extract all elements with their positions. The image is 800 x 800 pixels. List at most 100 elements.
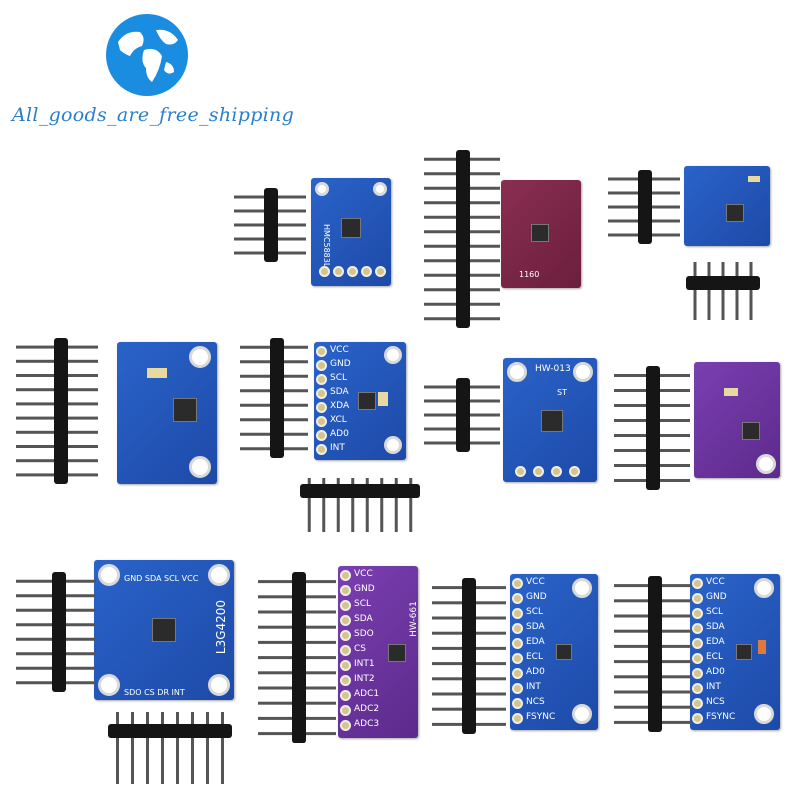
pin-header-vertical <box>424 378 500 452</box>
pin-pad <box>512 623 523 634</box>
top-pin-labels: GND SDA SCL VCC <box>124 574 199 583</box>
pin-pad <box>316 430 327 441</box>
pin-header-vertical <box>258 572 336 744</box>
pin-header-vertical <box>16 338 98 484</box>
pin-pad <box>512 638 523 649</box>
pin-label: GND <box>706 592 727 602</box>
pin-label: GND <box>330 359 351 369</box>
pin-label: SCL <box>330 373 348 383</box>
pin-label: INT <box>330 443 345 453</box>
accelerometer-board <box>117 342 217 484</box>
pin-label: AD0 <box>526 667 545 677</box>
pin-pad <box>316 388 327 399</box>
pin-header-vertical <box>614 366 690 490</box>
board-label: 1160 <box>519 270 540 279</box>
pin-label: EDA <box>526 637 545 647</box>
pin-header-vertical <box>234 188 306 262</box>
pin-label: NCS <box>526 697 545 707</box>
pin-pad <box>340 570 351 581</box>
pin-label: VCC <box>706 577 725 587</box>
pin-pad <box>692 668 703 679</box>
pin-label: ADC2 <box>354 704 380 714</box>
pin-header-vertical <box>240 338 308 458</box>
pin-label: SDA <box>526 622 545 632</box>
pin-pad <box>692 593 703 604</box>
purple-imu-board <box>694 362 780 478</box>
brand-text: All_goods_are_free_shipping <box>12 104 295 126</box>
pin-label: NCS <box>706 697 725 707</box>
pin-header-vertical <box>424 150 500 328</box>
pin-pad <box>512 698 523 709</box>
pin-pad <box>512 608 523 619</box>
pin-header-vertical <box>608 170 680 244</box>
pin-pad <box>316 374 327 385</box>
pin-label: INT1 <box>354 659 375 669</box>
pin-pad <box>692 698 703 709</box>
pin-pad <box>512 668 523 679</box>
pin-label: VCC <box>330 345 349 355</box>
pin-pad <box>340 630 351 641</box>
pin-label: SCL <box>706 607 724 617</box>
l3g4200-board: GND SDA SCL VCC SDO CS DR INT L3G4200 <box>94 560 234 700</box>
pin-header-vertical <box>16 572 96 692</box>
pin-label: ECL <box>526 652 543 662</box>
bottom-pin-labels: SDO CS DR INT <box>124 688 185 697</box>
pin-label: ADC3 <box>354 719 380 729</box>
pin-label: CS <box>354 644 366 654</box>
pin-pad <box>340 705 351 716</box>
pin-label: SCL <box>354 599 372 609</box>
pin-label: ADC1 <box>354 689 380 699</box>
pin-pad <box>340 690 351 701</box>
pin-pad <box>692 638 703 649</box>
pin-label: SDA <box>354 614 373 624</box>
small-sensor-board <box>684 166 770 246</box>
pin-label: SCL <box>526 607 544 617</box>
pin-pad <box>512 653 523 664</box>
pin-pad <box>692 623 703 634</box>
pin-label: INT <box>526 682 541 692</box>
pin-pad <box>340 585 351 596</box>
pin-pad <box>340 600 351 611</box>
pin-label: AD0 <box>706 667 725 677</box>
pin-header-horizontal <box>300 478 420 532</box>
pin-pad <box>316 416 327 427</box>
hw013-board: HW-013 ST <box>503 358 597 482</box>
pin-label: INT <box>706 682 721 692</box>
pin-label: VCC <box>526 577 545 587</box>
pin-pad <box>340 660 351 671</box>
board-label: HW-013 <box>535 364 571 374</box>
pin-label: EDA <box>706 637 725 647</box>
pin-label: FSYNC <box>526 712 556 722</box>
board-label: L3G4200 <box>214 599 229 655</box>
pin-pad <box>340 645 351 656</box>
pin-header-horizontal <box>686 262 760 320</box>
globe-logo-icon <box>106 14 188 96</box>
pin-header-vertical <box>432 578 506 734</box>
pin-pad <box>512 578 523 589</box>
board-label: HW-661 <box>408 601 419 637</box>
pin-label: SDA <box>330 387 349 397</box>
st-label: ST <box>557 388 567 397</box>
pin-pad <box>692 713 703 724</box>
pin-pad <box>512 683 523 694</box>
pin-pad <box>340 720 351 731</box>
pin-pad <box>340 615 351 626</box>
pin-label: GND <box>526 592 547 602</box>
pin-label: VCC <box>354 569 373 579</box>
pin-pad <box>316 444 327 455</box>
pin-pad <box>692 578 703 589</box>
pin-label: GND <box>354 584 375 594</box>
pin-header-vertical <box>614 576 692 732</box>
pin-label: SDO <box>354 629 374 639</box>
pin-pad <box>316 346 327 357</box>
pin-label: SDA <box>706 622 725 632</box>
pin-pad <box>316 402 327 413</box>
pin-label: ECL <box>706 652 723 662</box>
maroon-sensor-board: 1160 <box>501 180 581 288</box>
pin-label: INT2 <box>354 674 375 684</box>
board-label: HMC5883L <box>322 224 331 268</box>
